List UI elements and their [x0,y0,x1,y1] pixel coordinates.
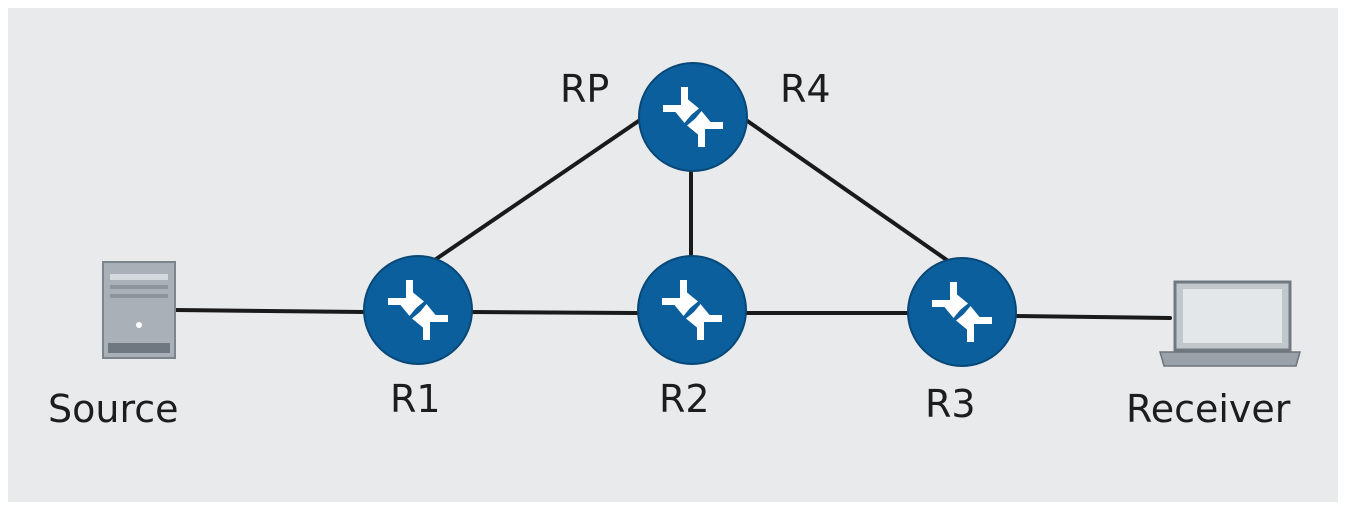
link-r3-receiver [1010,314,1172,320]
link-r1-r4 [418,118,642,272]
receiver-label: Receiver [1126,387,1291,431]
rp-label: RP [560,67,610,111]
r1-label: R1 [390,377,441,421]
link-r1-r2 [468,310,642,315]
router-r4-icon [638,62,748,172]
links [173,118,1172,320]
link-source-r1 [173,308,367,314]
source-label: Source [48,387,179,431]
receiver-laptop-icon [1159,280,1301,367]
link-r4-r3 [744,118,966,274]
router-r3-icon [907,257,1017,367]
router-r2-icon [637,255,747,365]
r3-label: R3 [925,382,976,426]
router-r1-icon [363,255,473,365]
source-server-icon [102,261,176,359]
r2-label: R2 [659,377,710,421]
r4-label: R4 [780,67,831,111]
